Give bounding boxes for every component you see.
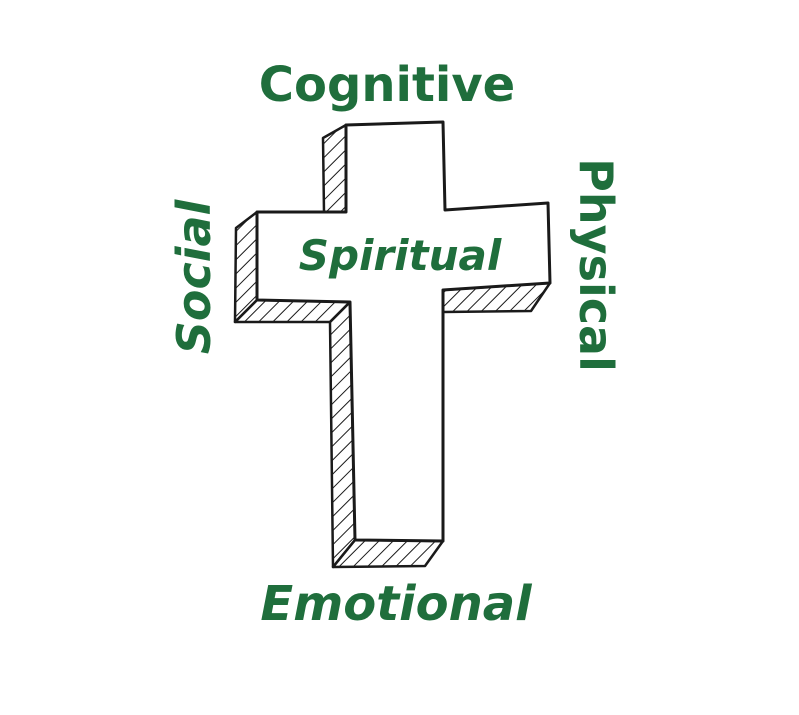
cross-shade-top-left bbox=[321, 123, 348, 215]
label-spiritual: Spiritual bbox=[299, 231, 502, 280]
cross-front-face bbox=[255, 120, 552, 543]
label-social: Social bbox=[167, 198, 221, 354]
label-cognitive: Cognitive bbox=[259, 57, 515, 113]
label-physical: Physical bbox=[569, 158, 623, 372]
label-emotional: Emotional bbox=[260, 576, 532, 632]
